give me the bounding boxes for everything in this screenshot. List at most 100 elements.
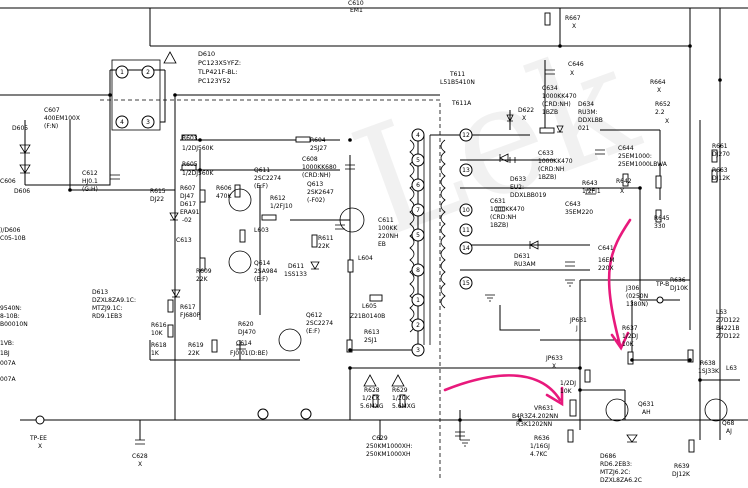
label-r645b: 330 (654, 223, 666, 230)
label-d611b: 1SS133 (284, 271, 307, 278)
pin-number: 3 (146, 119, 150, 126)
label-lft6: 1VB: (0, 340, 14, 347)
label-c644c: 25EM1000LBWA (618, 161, 668, 168)
label-r667: R667 (565, 15, 581, 22)
test-point-tp-ee (35, 415, 45, 425)
label-q612a: Q612 (306, 312, 322, 319)
label-lft3: 9540N: (0, 305, 22, 312)
label-c607b: 400EM100X (44, 115, 80, 122)
resistor-r607 (199, 189, 206, 203)
pin-number: 5 (416, 157, 420, 164)
capacitor-c611 (335, 224, 345, 230)
resistor-r611 (311, 234, 318, 248)
label-r663a: R663 (712, 167, 728, 174)
resistor-r606 (234, 184, 241, 198)
label-c643b: 35EM220 (565, 209, 593, 216)
label-r620b: DJ470 (238, 329, 256, 336)
label-lft4: 8-10B: (0, 313, 20, 320)
resistor-r617 (167, 299, 174, 313)
pin-number: 14 (462, 245, 470, 252)
label-q614b: 2SA984 (254, 268, 277, 275)
label-r613a: R613 (364, 329, 380, 336)
label-c633a: C633 (538, 150, 554, 157)
test-point-tp-b (656, 296, 664, 304)
label-d633c: DDXLBB019 (510, 192, 547, 199)
label-r652a: R652 (655, 101, 671, 108)
label-d686c: MTZJ6.2C: (600, 469, 630, 476)
label-r606b: 470K (216, 193, 232, 200)
label-d617b: ERA91 (180, 209, 200, 216)
resistor-r604 (295, 136, 311, 143)
label-j306c: 1380N) (626, 301, 648, 308)
label-c629c: 250KM1000XH (366, 451, 410, 458)
resistor-r612 (261, 214, 277, 221)
capacitor-c614 (236, 344, 246, 350)
label-r604b: 2SJ27 (310, 145, 327, 152)
label-d610: D610 (198, 50, 215, 58)
label-d634d: 021 (578, 125, 590, 132)
pin-number: 1 (120, 69, 124, 76)
label-c641b: 16EM (598, 257, 615, 264)
label-q612c: (E:F) (306, 328, 320, 335)
label-r603b: 1/2DJ560K (182, 145, 214, 152)
variable-resistor-vr631 (569, 399, 577, 417)
label-d613c: MTZJ9.1C: (92, 305, 122, 312)
label-d613b: DZXL8ZA9.1C: (92, 297, 136, 304)
label-c643a: C643 (565, 201, 581, 208)
label-r636c: 4.7KC (530, 451, 547, 458)
capacitor-c644 (595, 149, 605, 155)
wires (0, 7, 748, 480)
resistor-d634-area (539, 127, 555, 134)
pin-number: 8 (416, 267, 420, 274)
components (19, 12, 728, 453)
label-r636y: DJ10K (670, 285, 689, 292)
label-l605b: Z21B0140B (350, 313, 385, 320)
diode-d613 (171, 289, 181, 298)
label-c631b: 1000KK470 (490, 206, 525, 213)
label-r636x: R636 (670, 277, 686, 284)
transformer-t611-secondary (440, 139, 446, 309)
label-d634b: RU3M: (578, 109, 598, 116)
label-c611c: 220NH (378, 233, 398, 240)
label-c613: C613 (176, 237, 192, 244)
label-c608b: 1000KK680 (302, 164, 337, 171)
label-rt3: B4221B (716, 325, 740, 332)
label-r618a: R618 (151, 342, 167, 349)
label-r605b: 1/2DJ560K (182, 170, 214, 177)
label-r643a: R643 (582, 180, 598, 187)
label-r639a: R639 (674, 463, 690, 470)
label-c607a: C607 (44, 107, 60, 114)
label-r664: R664 (650, 79, 666, 86)
resistor-r605 (181, 164, 197, 171)
label-r637a: R637 (622, 325, 638, 332)
resistor-r645-top (655, 175, 662, 189)
diode-d622 (506, 114, 514, 122)
transistor-q68 (704, 398, 728, 422)
capacitor-c608 (345, 164, 355, 170)
label-r628a: R628 (364, 387, 380, 394)
inductor-l605 (369, 294, 383, 302)
label-r635a: 1/2DJ (560, 380, 576, 387)
label-c611d: EB (378, 241, 386, 248)
label-rt2: Z7D122 (716, 317, 740, 324)
label-q631a: Q631 (638, 401, 654, 408)
label-vr631b: B4R3Z4.202NN (512, 413, 558, 420)
resistor-r603 (181, 134, 197, 141)
warning-icon (163, 51, 177, 64)
label-r605a: R605 (182, 161, 198, 168)
label-d622: D622 (518, 107, 534, 114)
label-r613b: 2SJ1 (364, 337, 377, 344)
label-c633b: 1000KK470 (538, 158, 573, 165)
label-r652c: X (665, 118, 669, 125)
label-c634c: (CRD:NH) (542, 101, 571, 108)
label-d634a: D634 (578, 101, 594, 108)
diode-d605 (19, 144, 31, 154)
transistor-q614 (228, 250, 252, 274)
label-r645a: R645 (654, 215, 670, 222)
capacitor-c629 (455, 431, 465, 437)
label-r635b: 10K (560, 388, 573, 395)
label-r639b: DJ12K (672, 471, 691, 478)
resistor-r613 (346, 339, 353, 353)
label-d631b: RU3AM (514, 261, 536, 268)
